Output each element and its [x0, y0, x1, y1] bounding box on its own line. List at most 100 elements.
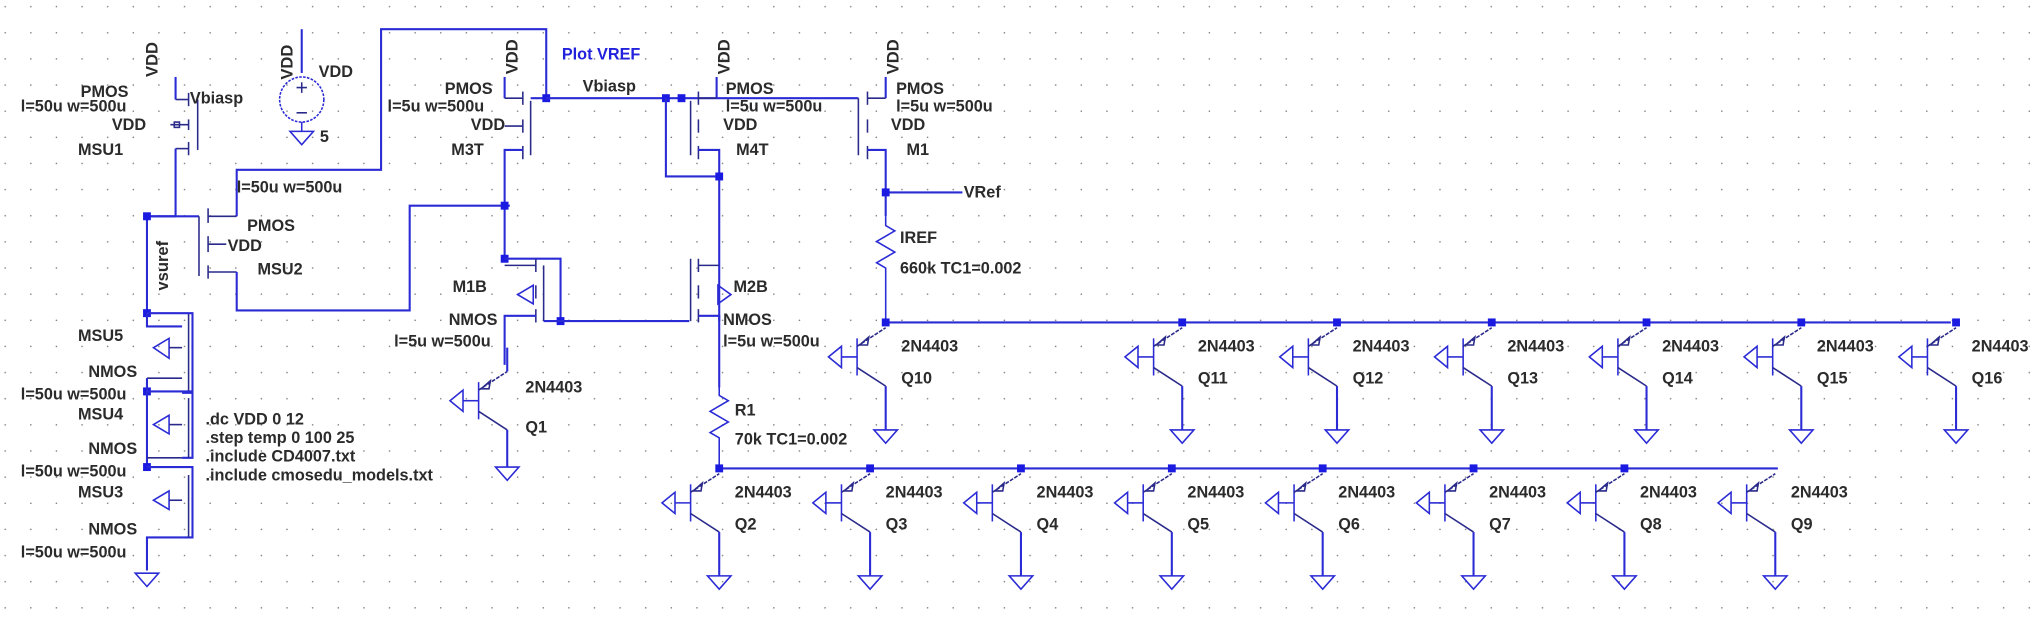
msu2-transistor[interactable]	[198, 208, 237, 279]
m4t-params: l=5u w=500u	[726, 97, 823, 115]
msu5-transistor[interactable]	[145, 312, 194, 394]
m1-name: M1	[907, 141, 930, 159]
junction	[1178, 318, 1187, 327]
m1b-transistor[interactable]	[503, 257, 562, 365]
bjt-model-label: 2N4403	[1507, 337, 1564, 355]
m4t-vdd-label: VDD	[716, 39, 734, 74]
m3t-model: PMOS	[445, 80, 493, 98]
iref-name: IREF	[900, 229, 937, 247]
junction	[1333, 318, 1341, 327]
bjt-name-label: Q6	[1338, 515, 1360, 533]
msu4-transistor[interactable]	[145, 378, 194, 468]
m1-params: l=5u w=500u	[896, 97, 993, 115]
bjt-name-label: Q15	[1817, 369, 1848, 387]
msu2-bulk-label: VDD	[228, 237, 262, 255]
vref-net-label: VRef	[964, 184, 1002, 202]
m1b-name: M1B	[453, 278, 487, 296]
junction	[715, 172, 724, 181]
junction	[500, 201, 509, 210]
msu2-name: MSU2	[258, 261, 303, 279]
m4t-model: PMOS	[726, 80, 774, 98]
vdd-voltage-source[interactable]	[278, 29, 325, 146]
m1b-model: NMOS	[449, 311, 498, 329]
msu1-vdd-label: VDD	[144, 42, 162, 77]
junction	[677, 94, 686, 103]
msu3-transistor[interactable]	[134, 466, 194, 588]
msu1-gate-label: Vbiasp	[190, 89, 243, 107]
m2b-transistor[interactable]	[689, 258, 733, 388]
m3t-params: l=5u w=500u	[388, 97, 485, 115]
directive-step[interactable]: .step temp 0 100 25	[205, 429, 354, 447]
junction	[881, 318, 890, 327]
bjt-name-label: Q4	[1037, 515, 1060, 533]
iref-resistor[interactable]	[875, 216, 897, 322]
msu5-name: MSU5	[78, 327, 123, 345]
junction	[1167, 464, 1176, 473]
msu3-model: NMOS	[88, 521, 137, 539]
vsuref-label: vsuref	[154, 240, 172, 290]
msu3-params: l=50u w=500u	[21, 543, 127, 561]
directive-include-cmosedu[interactable]: .include cmosedu_models.txt	[205, 466, 433, 484]
junction	[1318, 464, 1327, 473]
bjt-model-label: 2N4403	[1791, 483, 1848, 501]
junction	[1620, 464, 1629, 473]
r1-resistor[interactable]	[708, 387, 730, 468]
bjt-name-label: Q12	[1353, 369, 1384, 387]
bjt-model-label: 2N4403	[1353, 337, 1410, 355]
msu1-transistor[interactable]	[170, 76, 199, 217]
bjt-name-label: Q10	[901, 369, 932, 387]
m4t-transistor[interactable]	[664, 76, 721, 322]
bjt-model-label: 2N4403	[1817, 337, 1874, 355]
plot-vref-directive[interactable]: Plot VREF	[562, 46, 641, 64]
junction	[1952, 318, 1960, 327]
m1-bulk-label: VDD	[891, 116, 925, 134]
m4t-bulk-label: VDD	[723, 116, 757, 134]
bjt-model-label: 2N4403	[1187, 483, 1244, 501]
q1-name: Q1	[525, 418, 547, 436]
bjt-name-label: Q14	[1662, 369, 1694, 387]
directive-include-cd4007[interactable]: .include CD4007.txt	[205, 448, 355, 466]
msu1-params: l=50u w=500u	[21, 97, 127, 115]
directive-dc[interactable]: .dc VDD 0 12	[205, 410, 303, 428]
bjt-model-label: 2N4403	[735, 483, 792, 501]
r1-name: R1	[735, 401, 756, 419]
msu4-name: MSU4	[78, 405, 124, 423]
r1-value: 70k TC1=0.002	[735, 430, 847, 448]
junction	[1017, 464, 1025, 473]
vdd-source-name: VDD	[319, 63, 353, 81]
bjt-name-label: Q3	[886, 515, 908, 533]
bjt-model-label: 2N4403	[1338, 483, 1395, 501]
q1-transistor[interactable]	[449, 347, 520, 482]
vdd-source-value: 5	[320, 128, 329, 146]
bjt-model-label: 2N4403	[1662, 337, 1719, 355]
vdd-source-net-label: VDD	[279, 44, 297, 79]
bottom-bjt-row: 2N4403Q22N4403Q32N4403Q42N4403Q52N4403Q6…	[661, 464, 1848, 590]
bjt-name-label: Q5	[1187, 515, 1209, 533]
bjt-name-label: Q13	[1507, 369, 1538, 387]
bjt-model-label: 2N4403	[886, 483, 943, 501]
msu2-drain-wire	[235, 204, 510, 312]
junction	[1469, 464, 1478, 473]
bjt-name-label: Q9	[1791, 515, 1813, 533]
bjt-model-label: 2N4403	[901, 337, 958, 355]
junction	[881, 188, 890, 197]
msu3-name: MSU3	[78, 483, 123, 501]
m1b-params: l=5u w=500u	[394, 332, 491, 350]
